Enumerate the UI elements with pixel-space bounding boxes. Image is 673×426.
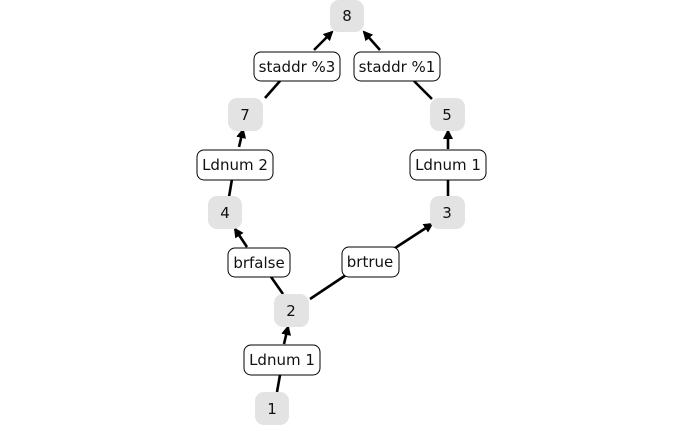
node-4: 4 [208,196,242,229]
edge-7-8-tail [264,80,281,99]
edge-label-text: Ldnum 1 [415,156,481,174]
edge-7-8-head [313,30,334,51]
edges [227,30,453,393]
edge-label-4-7: Ldnum 2 [196,149,274,181]
edge-labels: Ldnum 1 brfalse brtrue Ldnum 2 Ldnum 1 s… [196,51,487,376]
edge-5-8-tail [413,80,433,100]
node-label: 1 [267,400,277,418]
edge-2-3-head [391,222,434,252]
edge-label-text: brtrue [347,253,393,271]
node-1: 1 [255,392,289,425]
edge-label-7-8: staddr %3 [253,51,341,82]
edge-label-5-8: staddr %1 [353,51,441,82]
node-5: 5 [430,98,465,131]
edge-1-2-tail [275,374,282,393]
node-8: 8 [330,0,364,32]
edge-1-2-head [281,325,292,345]
edge-2-4-head [233,227,249,248]
edge-label-2-3: brtrue [341,246,400,278]
node-label: 4 [220,204,230,222]
edge-label-text: Ldnum 2 [202,156,268,174]
edge-5-8-head [362,30,381,51]
node-2: 2 [274,294,309,327]
edge-label-2-4: brfalse [227,247,291,278]
edge-2-3-tail [309,273,347,301]
edge-label-text: staddr %3 [259,58,336,76]
node-label: 8 [342,7,352,25]
node-7: 7 [228,98,263,131]
edge-label-text: staddr %1 [359,58,436,76]
edge-label-text: Ldnum 1 [249,351,315,369]
node-label: 2 [286,302,296,320]
node-label: 5 [442,106,452,124]
edge-label-text: brfalse [233,254,284,272]
edge-4-7-head [236,128,247,148]
edge-4-7-tail [227,178,234,198]
node-label: 7 [240,106,250,124]
edge-label-1-2: Ldnum 1 [243,344,321,376]
edge-label-3-5: Ldnum 1 [409,149,487,181]
nodes: 8 7 5 4 3 2 1 [208,0,465,425]
node-label: 3 [442,204,452,222]
node-3: 3 [430,196,465,229]
